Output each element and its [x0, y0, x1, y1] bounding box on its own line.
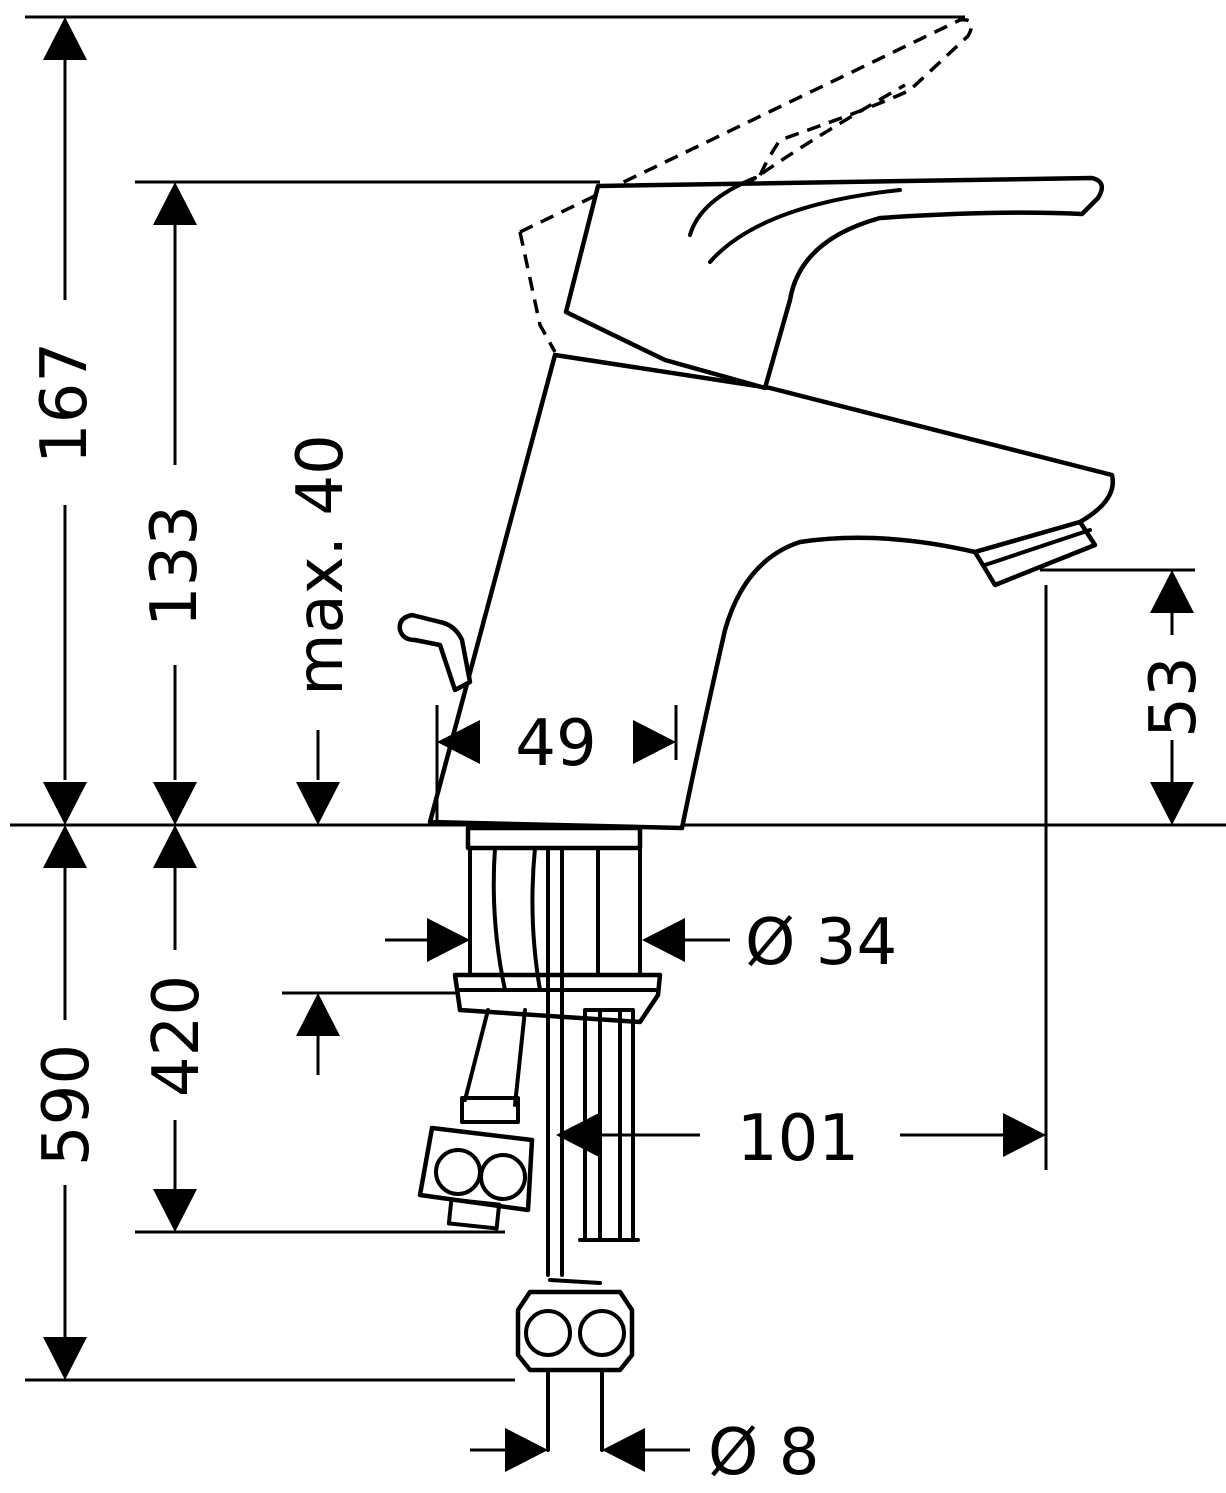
arrow-head [153, 1189, 197, 1232]
faucet-body [427, 352, 1116, 831]
handle-raised-dashed-side [518, 231, 557, 353]
handle-groove [708, 188, 902, 264]
arrow-head [602, 1428, 645, 1472]
dim-133: 133 [138, 182, 212, 825]
dim-590: 590 [30, 825, 104, 1380]
dim-49: 49 [435, 705, 678, 822]
handle-raised-dashed-inner [688, 83, 906, 232]
arrow-head [43, 825, 87, 868]
dim-53: 53 [1137, 570, 1211, 825]
dimension-label-53: 53 [1137, 656, 1211, 737]
dimension-label-49: 49 [515, 707, 596, 781]
dim-167: 167 [28, 17, 102, 825]
arrow-head [1150, 782, 1194, 825]
bottom-hose-connector [515, 1289, 635, 1373]
handle-raised-dashed [519, 18, 974, 234]
arrow-head [43, 782, 87, 825]
base-plate [465, 825, 643, 851]
arrow-head [153, 825, 197, 868]
faucet-outline [397, 18, 1116, 1452]
arrow-head [153, 782, 197, 825]
dimension-label-max-40: max. 40 [284, 434, 358, 696]
dimension-label-590: 590 [30, 1044, 104, 1166]
dimension-label-420: 420 [140, 975, 214, 1097]
dimension-label-diameter-8: Ø 8 [708, 1416, 819, 1490]
dim-420: 420 [140, 825, 340, 1232]
dim-max-40: max. 40 [284, 434, 358, 825]
dimension-label-diameter-34: Ø 34 [745, 906, 897, 980]
faucet-handle [563, 175, 1105, 391]
arrow-head [43, 1337, 87, 1380]
arrow-head [296, 993, 340, 1036]
dim-diameter-8: Ø 8 [470, 1416, 819, 1490]
dimension-label-101: 101 [737, 1102, 859, 1176]
arrow-head [1003, 1113, 1046, 1157]
dim-101: 101 [556, 1102, 1046, 1176]
arrow-head [505, 1428, 548, 1472]
dimension-label-133: 133 [138, 505, 212, 627]
arrow-head [556, 1113, 599, 1157]
dimension-label-167: 167 [28, 342, 102, 464]
arrow-head [43, 17, 87, 60]
arrow-head [153, 182, 197, 225]
arrow-head [642, 918, 685, 962]
pop-up-rod [397, 612, 473, 693]
arrow-head [633, 720, 676, 764]
arrow-head [427, 918, 470, 962]
dim-diameter-34: Ø 34 [385, 906, 897, 980]
arrow-head [1150, 570, 1194, 613]
arrow-head [437, 720, 480, 764]
arrow-head [296, 782, 340, 825]
